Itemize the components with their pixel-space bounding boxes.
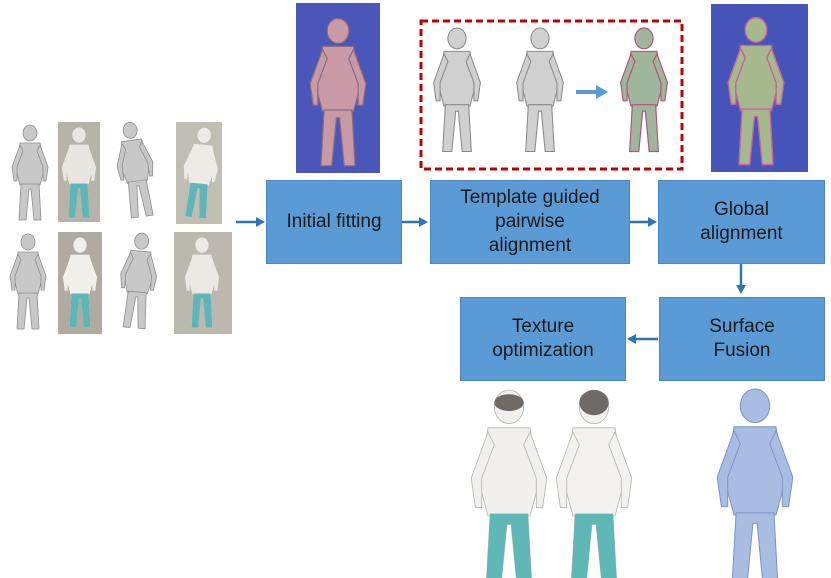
alignment-highlight-box: [419, 19, 684, 171]
initial-fitting-step: Initial fitting: [266, 180, 402, 264]
global-alignment-label: Global alignment: [700, 199, 783, 244]
pairwise-mesh-source: [432, 27, 482, 153]
input-mesh-1: [11, 124, 49, 221]
texture-optimization-label: Texture optimization: [492, 316, 594, 361]
surface-fusion-label: Surface Fusion: [709, 316, 775, 361]
input-mesh-4: [115, 231, 161, 330]
input-photo-2-person: [178, 125, 222, 220]
textured-model-back: [555, 388, 633, 578]
global-alignment-step: Global alignment: [658, 180, 825, 264]
fused-mesh: [716, 387, 794, 578]
input-photo-4-person: [184, 237, 220, 328]
textured-model-front: [470, 388, 548, 578]
input-mesh-3: [9, 233, 47, 330]
template-alignment-label: Template guided pairwise alignment: [460, 187, 600, 256]
input-photo-3-person: [62, 237, 98, 328]
input-mesh-2: [110, 119, 161, 220]
pairwise-mesh-target: [515, 27, 565, 153]
texture-optimization-step: Texture optimization: [460, 297, 626, 381]
pairwise-arrow-icon: [576, 85, 608, 99]
template-alignment-step: Template guided pairwise alignment: [430, 180, 630, 264]
surface-fusion-step: Surface Fusion: [659, 297, 825, 381]
initial-fitting-label: Initial fitting: [286, 211, 382, 232]
flow-arrows: [236, 217, 746, 344]
input-photo-1-person: [61, 127, 97, 218]
pairwise-mesh-aligned: [619, 27, 669, 153]
